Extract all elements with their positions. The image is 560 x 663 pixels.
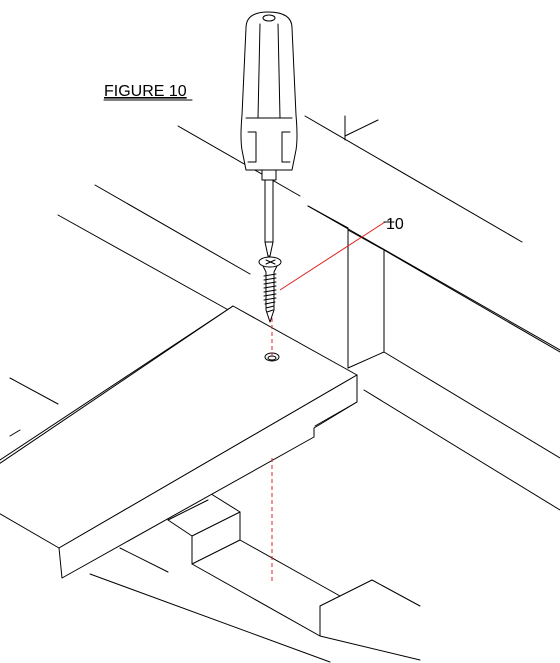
- callout-label: 10: [386, 216, 404, 233]
- frame-lines: [9, 115, 560, 511]
- callout-leader-line: [279, 221, 386, 291]
- board: [0, 305, 358, 579]
- lower-bracket: [89, 491, 421, 663]
- screwdriver-icon: [240, 11, 298, 257]
- screw-icon: [258, 256, 282, 323]
- figure-title: FIGURE 10: [104, 83, 187, 100]
